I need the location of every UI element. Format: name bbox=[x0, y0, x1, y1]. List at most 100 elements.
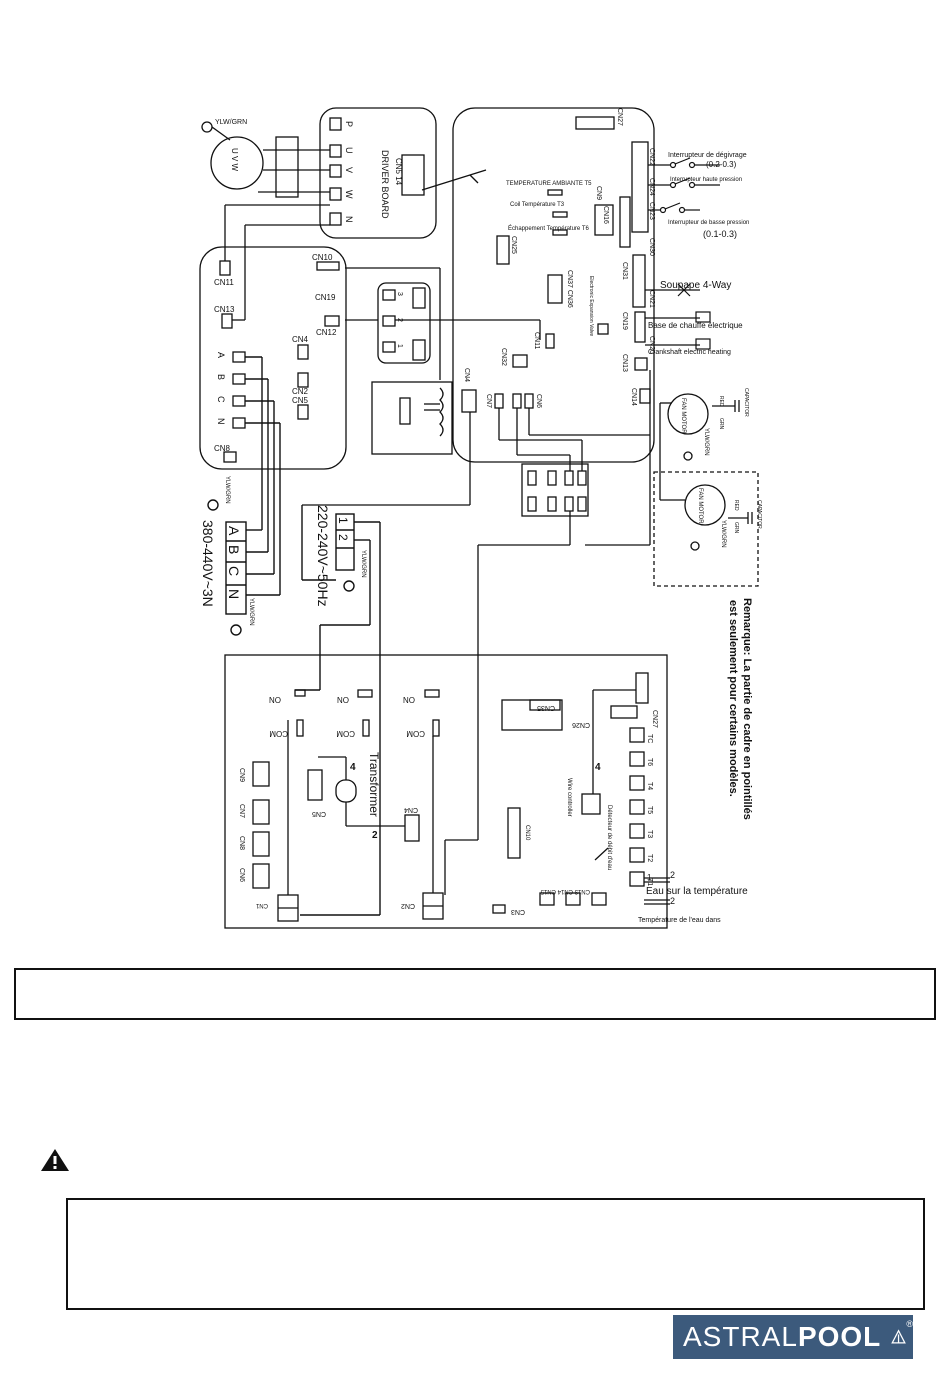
logo-text: ASTRALPOOL bbox=[683, 1321, 881, 1353]
remark-line1: Remarque: La partie de cadre en pointill… bbox=[741, 598, 753, 820]
wiring-diagram: DRIVER BOARD P U V W N CN5 14 YLW/GRN U … bbox=[199, 107, 762, 929]
on-label-1: ON bbox=[269, 695, 281, 704]
water-out-temp-label: Eau sur la température bbox=[646, 886, 748, 897]
transformer-pin-4: 4 bbox=[350, 762, 356, 773]
temp-t4-label: T4 bbox=[646, 782, 653, 790]
fan2-red-label: RED bbox=[733, 500, 739, 511]
cn19-right-label: CN19 bbox=[621, 312, 628, 330]
cn25-label: CN25 bbox=[510, 236, 517, 254]
cn6-right-label: CN6 bbox=[535, 394, 542, 408]
defrost-switch-label: Interrupteur de dégivrage bbox=[668, 152, 747, 159]
cn5-label: CN5 bbox=[292, 396, 309, 405]
relay-pin-1: 1 bbox=[396, 344, 403, 348]
fan1-red-label: RED bbox=[718, 396, 724, 407]
driver-terminal-v: V bbox=[344, 167, 354, 173]
cn37-label: CN37 CN36 bbox=[566, 270, 573, 308]
cn14-right-label: CN14 bbox=[630, 388, 637, 406]
discharge-temp-label: Échappement Température T6 bbox=[508, 225, 589, 232]
cn19-label: CN19 bbox=[315, 293, 336, 302]
cn4-right-label: CN4 bbox=[463, 368, 470, 382]
single-phase-2: 2 bbox=[336, 534, 350, 541]
driver-terminal-w: W bbox=[344, 190, 354, 199]
caption-box bbox=[14, 968, 936, 1020]
single-phase-voltage: 220-240V~50Hz bbox=[315, 505, 331, 607]
high-pressure-label: Interrupteur haute pression bbox=[670, 177, 742, 183]
cn13-right-label: CN13 bbox=[621, 354, 628, 372]
cn4-label: CN4 bbox=[292, 335, 309, 344]
cn7-right-label: CN7 bbox=[485, 394, 492, 408]
crankshaft-heater-label: Crankshaft electric heating bbox=[648, 349, 731, 356]
cn35-label: CN35 bbox=[537, 704, 555, 711]
cn3-lower-label: CN3 bbox=[511, 908, 525, 915]
fan2-grn-label: GRN bbox=[733, 522, 739, 534]
compressor-phases: U V W bbox=[230, 148, 239, 172]
cn12-label: CN12 bbox=[316, 328, 337, 337]
logo-text-astral: ASTRAL bbox=[683, 1321, 798, 1352]
pin-2b: 2 bbox=[670, 896, 675, 906]
power-terminals bbox=[207, 356, 381, 916]
on-label-3: ON bbox=[403, 695, 415, 704]
cn4-lower-label: CN4 bbox=[404, 806, 418, 813]
cn32-label: CN32 bbox=[500, 348, 507, 366]
base-heater-label: Base de chauffe électrique bbox=[648, 321, 743, 330]
cn9-right-label: CN9 bbox=[595, 186, 602, 200]
cn27-top-label: CN27 bbox=[616, 108, 623, 126]
three-phase-ground: YLW/GRN bbox=[248, 598, 254, 626]
cn2-label: CN2 bbox=[292, 387, 309, 396]
warning-icon bbox=[41, 1149, 69, 1171]
pin-1: 1 bbox=[647, 873, 652, 882]
single-phase-ground: YLW/GRN bbox=[360, 550, 366, 578]
fan1-grn-label: GRN bbox=[718, 418, 724, 430]
single-phase-1: 1 bbox=[336, 517, 350, 524]
fan-motors bbox=[585, 370, 759, 587]
logo-text-pool: POOL bbox=[797, 1321, 882, 1352]
cn6-lower-label: CN6 bbox=[238, 868, 245, 882]
wire-controller-pin: 4 bbox=[595, 762, 601, 773]
power-letter-n: N bbox=[216, 418, 226, 425]
three-phase-c: C bbox=[226, 566, 242, 576]
compressor bbox=[201, 121, 330, 198]
temp-t2-label: T2 bbox=[646, 854, 653, 862]
cn11-right-label: CN11 bbox=[533, 332, 540, 349]
cn31-label: CN31 bbox=[621, 262, 628, 280]
power-letter-c: C bbox=[216, 396, 226, 403]
fan2-capacitor-label: CAPACITOR bbox=[756, 500, 762, 529]
relay-pin-2: 2 bbox=[396, 318, 403, 322]
main-board-left bbox=[199, 204, 541, 470]
coil-temp-label: Coil Température T3 bbox=[510, 202, 565, 208]
cn26-label: CN26 bbox=[572, 721, 590, 728]
cn9-lower-label: CN9 bbox=[238, 768, 245, 782]
cn8-label: CN8 bbox=[214, 444, 231, 453]
low-pressure-label: Interrupteur de basse pression bbox=[668, 220, 749, 226]
lower-board bbox=[224, 654, 670, 929]
fan1-ground-label: YLW/GRN bbox=[703, 428, 709, 456]
three-phase-a: A bbox=[226, 526, 242, 536]
pin-2a: 2 bbox=[670, 870, 675, 880]
ambient-temp-label: TEMPERATURE AMBIANTE T5 bbox=[506, 181, 592, 187]
cn21-label: CN21 bbox=[648, 290, 655, 308]
transformer-pin-2: 2 bbox=[372, 830, 378, 841]
temp-t5-label: T5 bbox=[646, 806, 653, 814]
cn10-lower-label: CN10 bbox=[524, 825, 530, 841]
note-box bbox=[66, 1198, 925, 1310]
registered-mark: ® bbox=[906, 1319, 913, 1329]
switch-wiring bbox=[645, 157, 720, 350]
wire-controller-label: Wire controller bbox=[566, 778, 572, 817]
low-range-label: (0.1-0.3) bbox=[703, 229, 737, 239]
cn-bottom-label: CN13 CN14 CN15 bbox=[540, 888, 590, 894]
cn27-lower-label: CN27 bbox=[651, 710, 658, 728]
three-phase-b: B bbox=[226, 545, 242, 554]
water-in-temp-label: Température de l'eau dans bbox=[638, 917, 721, 924]
driver-terminal-u: U bbox=[344, 147, 354, 154]
com-label-3: COM bbox=[406, 729, 425, 738]
power-letter-b: B bbox=[216, 374, 226, 380]
fan1-motor-label: FAN MOTOR bbox=[680, 398, 686, 434]
driver-board bbox=[319, 107, 437, 239]
fan2-ground-label: YLW/GRN bbox=[720, 520, 726, 548]
three-phase-voltage: 380-440V~3N bbox=[200, 520, 216, 607]
compressor-ground: YLW/GRN bbox=[215, 119, 247, 126]
temp-t3-label: T3 bbox=[646, 830, 653, 838]
on-label-2: ON bbox=[337, 695, 349, 704]
fan1-capacitor-label: CAPACITOR bbox=[743, 388, 749, 417]
astralpool-logo: ASTRALPOOL ® bbox=[673, 1315, 913, 1359]
